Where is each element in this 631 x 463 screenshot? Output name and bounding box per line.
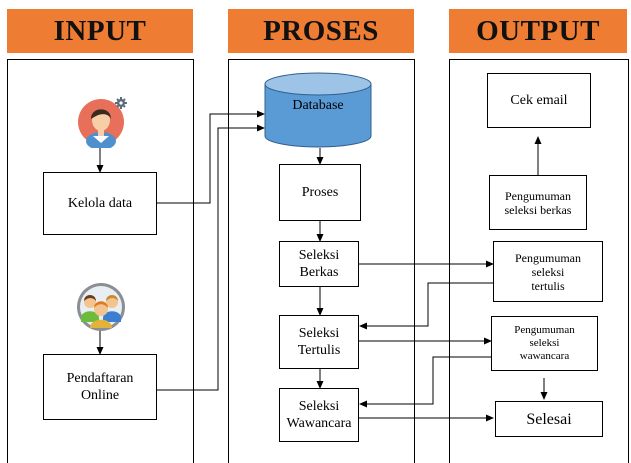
seleksi-tertulis-box: Seleksi Tertulis — [279, 315, 359, 369]
user-group-icon — [77, 283, 125, 331]
pengumuman-berkas-label: Pengumuman seleksi berkas — [504, 188, 572, 217]
seleksi-tertulis-label: Seleksi Tertulis — [297, 326, 341, 358]
seleksi-berkas-label: Seleksi Berkas — [298, 248, 340, 280]
kelola-data-label: Kelola data — [67, 196, 133, 211]
seleksi-berkas-box: Seleksi Berkas — [279, 241, 359, 287]
header-output: OUTPUT — [449, 9, 627, 53]
seleksi-wawancara-box: Seleksi Wawancara — [279, 388, 359, 442]
selesai-label: Selesai — [526, 410, 572, 428]
admin-user-gear-icon — [78, 97, 127, 148]
proses-box: Proses — [279, 164, 361, 221]
arrow-pengumuman-tertulis-to-tertulis — [359, 282, 493, 330]
proses-label: Proses — [301, 185, 339, 200]
lane-input — [7, 59, 194, 463]
lane-proses — [228, 59, 415, 463]
pengumuman-berkas-box: Pengumuman seleksi berkas — [489, 175, 587, 230]
pengumuman-wawancara-label: Pengumuman seleksi wawancara — [514, 324, 575, 362]
database-label: Database — [292, 98, 344, 113]
pengumuman-tertulis-label: Pengumuman seleksi tertulis — [515, 250, 581, 293]
cek-email-label: Cek email — [510, 93, 568, 108]
arrow-kelola-to-database — [157, 110, 265, 204]
database-cylinder — [264, 72, 372, 148]
header-input-label: INPUT — [53, 14, 147, 47]
pengumuman-wawancara-box: Pengumuman seleksi wawancara — [491, 316, 598, 371]
arrow-pendaftaran-to-database — [157, 124, 265, 391]
selesai-box: Selesai — [495, 401, 603, 437]
arrow-pengumuman-wawancara-to-wawancara — [359, 356, 491, 408]
pendaftaran-online-label: Pendaftaran Online — [66, 371, 134, 403]
cek-email-box: Cek email — [487, 73, 591, 128]
seleksi-wawancara-label: Seleksi Wawancara — [286, 399, 352, 431]
lane-output — [449, 59, 629, 463]
header-input: INPUT — [7, 9, 193, 53]
header-proses-label: PROSES — [263, 14, 379, 47]
kelola-data-box: Kelola data — [43, 172, 157, 235]
pendaftaran-online-box: Pendaftaran Online — [43, 354, 157, 420]
header-proses: PROSES — [228, 9, 414, 53]
header-output-label: OUTPUT — [476, 14, 600, 47]
pengumuman-tertulis-box: Pengumuman seleksi tertulis — [493, 241, 603, 302]
